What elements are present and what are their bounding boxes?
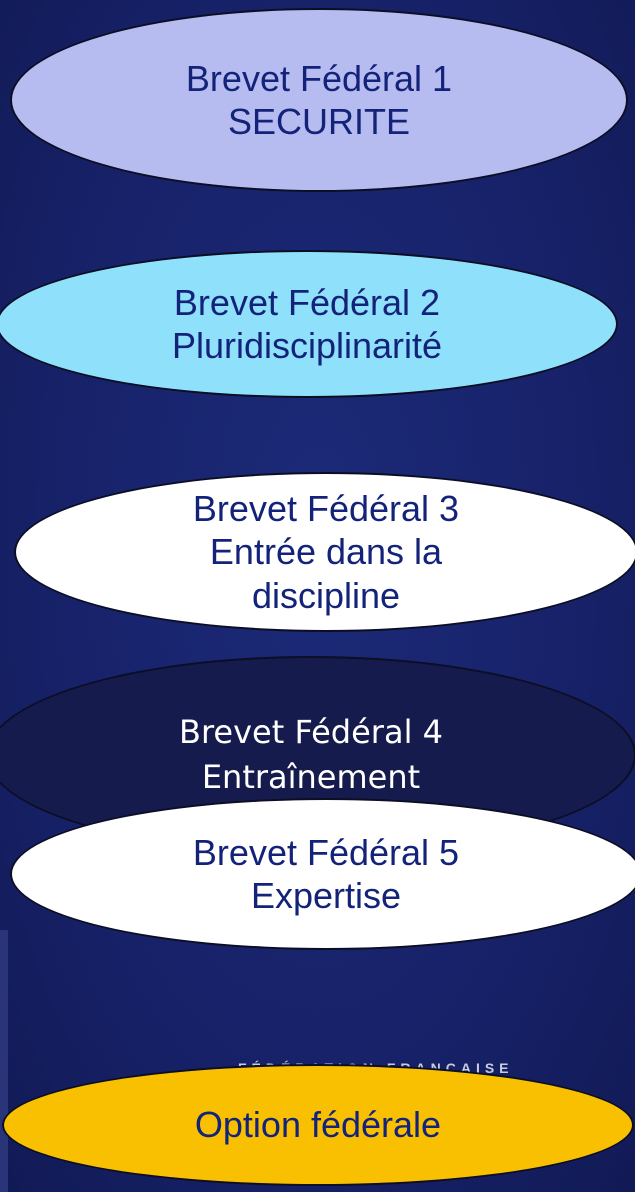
node-title: Option fédérale [194,1104,442,1146]
node-subtitle: Pluridisciplinarité [171,325,443,366]
node-title: Brevet Fédéral 1 [185,57,453,99]
node-title: Brevet Fédéral 4 [179,713,443,752]
node-title: Brevet Fédéral 5 [192,831,460,873]
brevet-federal-3-node: Brevet Fédéral 3 Entrée dans la discipli… [14,472,635,632]
node-subtitle: SECURITE [227,101,411,142]
node-title: Brevet Fédéral 3 [192,488,460,530]
node-subtitle: Entrée dans la [209,531,443,573]
option-federale-node: Option fédérale [2,1064,634,1186]
node-subtitle-2: discipline [251,574,401,616]
brevet-federal-5-node: Brevet Fédéral 5 Expertise [10,798,635,950]
node-subtitle: Expertise [250,875,402,916]
brevet-federal-2-node: Brevet Fédéral 2 Pluridisciplinarité [0,250,618,398]
brevet-federal-1-node: Brevet Fédéral 1 SECURITE [10,8,628,192]
node-subtitle: Entraînement [201,758,421,796]
background-edge [0,930,8,1192]
node-title: Brevet Fédéral 2 [173,281,441,323]
